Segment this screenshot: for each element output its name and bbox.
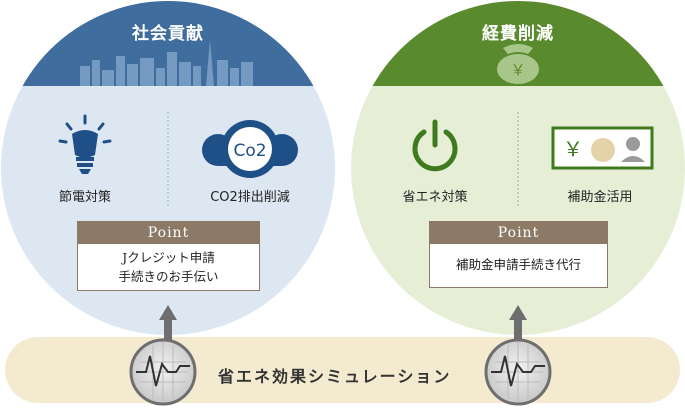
- co2-icon-text: Co2: [233, 141, 266, 161]
- right-point-heading: Point: [430, 222, 607, 244]
- right-panel-title: 経費削減: [482, 24, 554, 44]
- power-icon: [412, 119, 458, 172]
- simulation-label: 省エネ効果シミュレーション: [218, 367, 452, 386]
- left-point-heading: Point: [78, 222, 259, 244]
- right-point-body: 補助金申請手続き代行: [430, 244, 607, 274]
- label-energy-saving: 省エネ対策: [402, 190, 468, 205]
- left-panel-title: 社会貢献: [132, 24, 204, 44]
- money-icon-yen: ￥: [563, 137, 583, 161]
- left-meter-icon: [129, 338, 197, 406]
- left-point-line: 手続きのお手伝い: [118, 269, 219, 284]
- right-point-line: 補助金申請手続き代行: [455, 257, 581, 272]
- city-skyline-icon: [80, 40, 253, 86]
- lightbulb-icon: [58, 114, 112, 174]
- right-arrow: [509, 305, 527, 344]
- left-point-body: Jクレジット申請 手続きのお手伝い: [78, 244, 259, 286]
- right-meter-icon: [484, 338, 552, 406]
- right-point-box: Point 補助金申請手続き代行: [429, 221, 608, 288]
- label-co2-reduction: CO2排出削減: [210, 190, 290, 205]
- money-bag-yen: ￥: [510, 61, 525, 79]
- left-point-line: Jクレジット申請: [122, 250, 215, 265]
- label-subsidy-use: 補助金活用: [567, 190, 633, 205]
- money-icon: ￥: [551, 126, 654, 170]
- money-bag-icon: ￥: [497, 44, 539, 84]
- label-power-saving: 節電対策: [58, 190, 111, 205]
- co2-cloud-icon: Co2: [202, 120, 298, 178]
- right-panel: ￥: [351, 1, 685, 335]
- left-arrow: [159, 305, 177, 344]
- left-point-box: Point Jクレジット申請 手続きのお手伝い: [77, 221, 260, 291]
